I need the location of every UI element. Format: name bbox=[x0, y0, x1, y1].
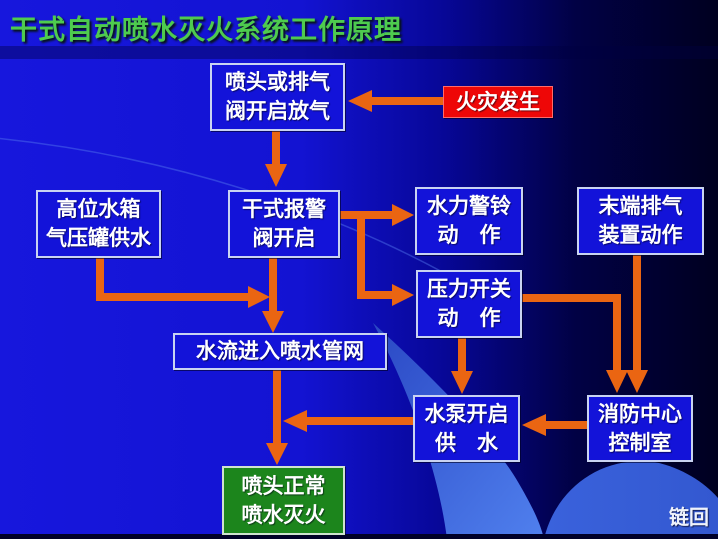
node-line: 高位水箱 bbox=[56, 198, 141, 221]
slide-title: 干式自动喷水灭火系统工作原理 bbox=[10, 15, 402, 45]
node-water-alarm-bell: 水力警铃 动 作 bbox=[415, 187, 523, 255]
node-line: 控制室 bbox=[608, 431, 672, 455]
node-line: 动 作 bbox=[437, 224, 501, 247]
node-sprinkler-or-vent-opens: 喷头或排气 阀开启放气 bbox=[210, 63, 345, 131]
node-line: 供 水 bbox=[435, 431, 498, 455]
node-line: 水泵开启 bbox=[424, 402, 509, 426]
node-line: 水流进入喷水管网 bbox=[196, 340, 364, 363]
node-water-enters-pipe-network: 水流进入喷水管网 bbox=[173, 333, 387, 370]
node-line: 喷水灭火 bbox=[241, 503, 326, 527]
node-elevated-tank-supply: 高位水箱 气压罐供水 bbox=[36, 190, 161, 258]
bg-dark-band-top bbox=[0, 46, 718, 59]
node-line: 火灾发生 bbox=[456, 90, 540, 114]
node-end-exhaust-device: 末端排气 装置动作 bbox=[577, 187, 704, 255]
bg-bottom-strip bbox=[0, 534, 718, 539]
node-line: 气压罐供水 bbox=[46, 227, 151, 250]
node-line: 末端排气 bbox=[598, 195, 683, 218]
bg-arc-line bbox=[0, 137, 479, 293]
node-line: 动 作 bbox=[437, 307, 501, 330]
node-line: 装置动作 bbox=[598, 224, 683, 247]
node-line: 阀开启 bbox=[252, 227, 316, 250]
node-line: 喷头或排气 bbox=[225, 71, 330, 94]
node-pressure-switch: 压力开关 动 作 bbox=[416, 270, 522, 338]
bg-swoosh-corner bbox=[544, 461, 718, 539]
node-line: 压力开关 bbox=[427, 278, 511, 301]
node-line: 消防中心 bbox=[598, 402, 682, 426]
node-line: 干式报警 bbox=[242, 198, 326, 221]
node-fire-occurs: 火灾发生 bbox=[443, 86, 553, 118]
node-dry-alarm-valve-opens: 干式报警 阀开启 bbox=[228, 190, 340, 258]
link-back[interactable]: 链回 bbox=[669, 507, 709, 529]
node-fire-control-center: 消防中心 控制室 bbox=[587, 395, 693, 462]
node-pump-starts-supply: 水泵开启 供 水 bbox=[413, 395, 520, 462]
node-sprinkler-normal-spray: 喷头正常 喷水灭火 bbox=[222, 466, 345, 535]
node-line: 阀开启放气 bbox=[225, 100, 330, 123]
node-line: 喷头正常 bbox=[241, 474, 326, 498]
node-line: 水力警铃 bbox=[427, 195, 511, 218]
